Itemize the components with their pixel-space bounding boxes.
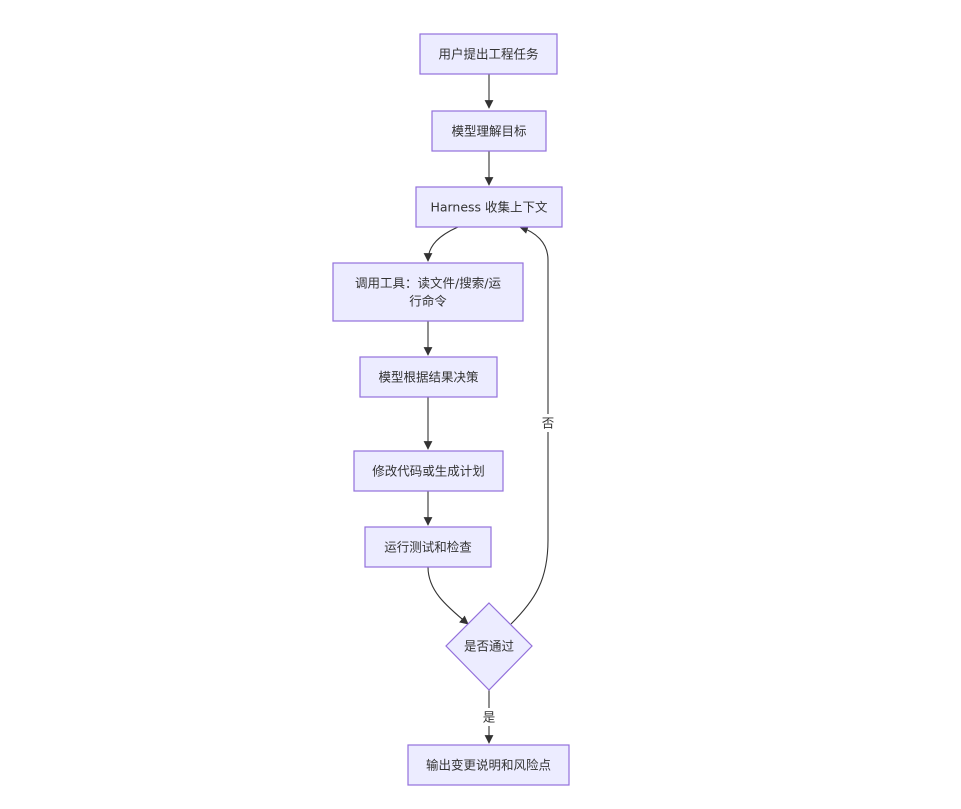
node-model-decide: 模型根据结果决策 <box>359 356 498 398</box>
edge-label-yes: 是 <box>482 708 496 726</box>
edge-test-to-check <box>427 566 469 625</box>
svg-text:调用工具：读文件/搜索/运: 调用工具：读文件/搜索/运 <box>355 276 501 291</box>
edge-check-no-to-harness <box>510 225 549 625</box>
svg-text:运行测试和检查: 运行测试和检查 <box>384 540 472 555</box>
node-output-summary: 输出变更说明和风险点 <box>407 744 570 786</box>
node-modify-code: 修改代码或生成计划 <box>353 450 504 492</box>
svg-text:行命令: 行命令 <box>409 294 447 309</box>
svg-text:输出变更说明和风险点: 输出变更说明和风险点 <box>426 758 551 773</box>
node-run-tests: 运行测试和检查 <box>364 526 492 568</box>
svg-text:模型根据结果决策: 模型根据结果决策 <box>378 370 479 385</box>
svg-text:是: 是 <box>483 710 496 725</box>
edge-harness-to-tools <box>423 226 459 262</box>
svg-text:Harness 收集上下文: Harness 收集上下文 <box>430 200 548 215</box>
svg-text:是否通过: 是否通过 <box>464 639 515 654</box>
node-model-understand: 模型理解目标 <box>431 110 547 152</box>
svg-text:用户提出工程任务: 用户提出工程任务 <box>438 47 538 62</box>
node-check-passed: 是否通过 <box>445 602 533 691</box>
node-call-tools: 调用工具：读文件/搜索/运 行命令 <box>332 262 524 322</box>
svg-text:修改代码或生成计划: 修改代码或生成计划 <box>372 464 485 479</box>
edge-label-no: 否 <box>541 414 555 432</box>
node-user-task: 用户提出工程任务 <box>419 33 558 75</box>
svg-text:否: 否 <box>542 416 555 431</box>
svg-text:模型理解目标: 模型理解目标 <box>451 124 526 139</box>
node-harness-context: Harness 收集上下文 <box>415 186 563 228</box>
